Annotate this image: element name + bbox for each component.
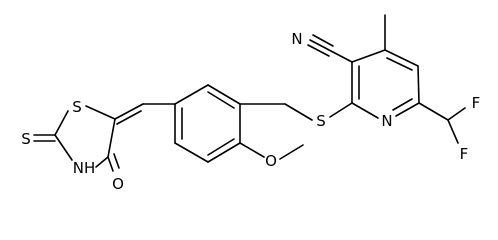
bond-ch-c5-inner — [116, 110, 142, 125]
bond-triple-2 — [312, 34, 334, 47]
atom-n-pyridine: N — [381, 112, 392, 130]
bond-n-c2 — [351, 102, 379, 119]
bond-n3-c4 — [95, 156, 109, 168]
bond-b2-b3-inner — [207, 138, 235, 156]
pyridine-ring — [351, 49, 420, 119]
atom-s-thione: S — [21, 130, 31, 148]
bond-o-methyl — [279, 144, 304, 160]
bond-c6-n — [395, 102, 420, 117]
bond-c6-n-inner — [392, 98, 413, 111]
atom-o-carbonyl: O — [112, 175, 124, 193]
bond-aryl-o — [239, 142, 265, 158]
bond-triple-3 — [307, 44, 330, 57]
atom-f-top: F — [472, 94, 481, 112]
bond-c4-c5-inner — [386, 57, 413, 71]
bond-c6-chf2 — [418, 102, 449, 121]
bond-s1-c2 — [54, 110, 69, 136]
atom-s-thioether: S — [316, 112, 326, 130]
structure-canvas: N S N F F O S S NH O — [21, 14, 481, 193]
atom-s-ring: S — [72, 98, 82, 116]
bond-b6-b1 — [207, 84, 241, 105]
bond-c2-s — [329, 102, 353, 118]
bond-c3-cn — [330, 50, 353, 63]
atom-nh-ring: NH — [73, 159, 96, 177]
bond-s-ch2 — [284, 103, 313, 121]
bond-b6-b1-inner — [207, 91, 235, 109]
bond-triple-1 — [309, 39, 332, 52]
bond-ch-c5 — [114, 103, 144, 120]
bond-chf2-f-top — [447, 107, 466, 121]
bond-b3-b4 — [174, 142, 209, 163]
benzene-ring — [174, 84, 241, 163]
molecule-drawing: N S N F F O S S NH O — [21, 14, 481, 193]
nitrile-group — [307, 34, 353, 63]
atom-o-methoxy: O — [265, 152, 277, 170]
bond-c4-c5 — [107, 118, 116, 158]
bond-c5-s1 — [85, 105, 116, 120]
thiazolidinone-ring — [54, 105, 116, 168]
bond-b5-b6 — [174, 84, 209, 105]
bond-c2-n3 — [54, 134, 73, 161]
bond-c5-c6 — [417, 65, 420, 104]
bond-chf2-f-bottom — [447, 119, 459, 144]
bond-carbonyl-1 — [107, 156, 114, 172]
bond-c3-c4 — [351, 49, 386, 63]
atom-f-bottom: F — [460, 145, 469, 163]
bond-b2-b3 — [207, 142, 241, 163]
atom-n-nitrile: N — [291, 30, 302, 48]
bond-c4-c5 — [384, 49, 419, 67]
difluoromethyl-group — [418, 102, 466, 144]
bond-carbonyl-2 — [113, 153, 120, 169]
